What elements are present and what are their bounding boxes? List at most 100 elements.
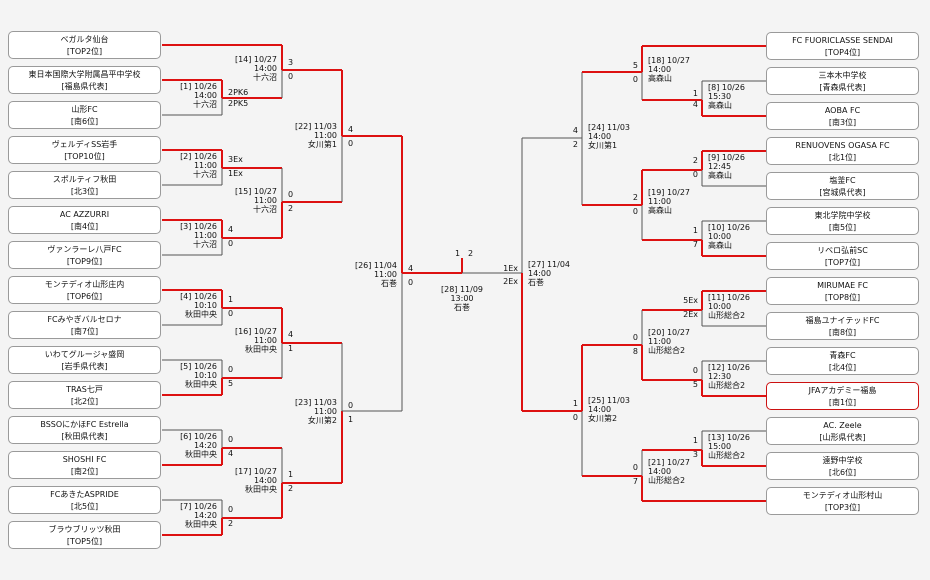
match-time: 12:45 (708, 162, 732, 171)
team-name: モンテディオ山形村山 (802, 491, 883, 500)
score: 3 (692, 450, 698, 459)
match-number: [26] 11/04 (354, 261, 397, 270)
team-rank: [秋田県代表] (61, 432, 108, 441)
match-time: 11:00 (253, 336, 277, 345)
team-rank: [TOP10位] (64, 152, 105, 161)
team-rank: [山形県代表] (819, 433, 866, 442)
team-box: いわてグルージャ盛岡 [岩手県代表] (8, 346, 161, 374)
team-box: BSSOにかほFC Estrella[秋田県代表] (8, 416, 161, 444)
score: 4 (692, 100, 698, 109)
team-name: 東北学院中学校 (814, 211, 871, 220)
score: 1 (572, 399, 578, 408)
match-time: 11:00 (253, 196, 277, 205)
match-time: 14:00 (193, 91, 217, 100)
team-rank: [北2位] (70, 397, 99, 406)
score: 0 (572, 413, 578, 422)
team-box: 塩釜FC[宮城県代表] (766, 172, 919, 200)
match-venue: 秋田中央 (185, 380, 217, 389)
score: 0 (408, 278, 414, 287)
team-name: TRAS七戸 (66, 385, 103, 394)
match-venue: 秋田中央 (185, 520, 217, 529)
score: 2PK6 (228, 88, 249, 97)
match-time: 11:00 (193, 161, 217, 170)
match-time: 10:10 (193, 301, 217, 310)
team-name: ヴァンラーレ八戸FC (47, 245, 122, 254)
team-name: FC FUORICLASSE SENDAI (792, 36, 893, 45)
score: 1 (692, 436, 698, 445)
team-rank: [TOP2位] (66, 47, 103, 56)
score: 7 (632, 477, 638, 486)
team-box: スポルティフ秋田[北3位] (8, 171, 161, 199)
score: 1 (692, 89, 698, 98)
team-box: AC AZZURRI[南4位] (8, 206, 161, 234)
match-time: 11:00 (313, 131, 337, 140)
match-time: 10:10 (193, 371, 217, 380)
match-venue: 高森山 (648, 206, 672, 215)
team-rank: [南1位] (828, 398, 857, 407)
score: 1 (288, 344, 294, 353)
score: 1 (455, 249, 461, 258)
score: 0 (632, 333, 638, 342)
match-number: [25] 11/03 (588, 396, 631, 405)
team-name: FCみやぎバルセロナ (47, 315, 122, 324)
score: 0 (692, 170, 698, 179)
score: 2 (572, 140, 578, 149)
team-box: SHOSHI FC[南2位] (8, 451, 161, 479)
score: 3 (288, 58, 294, 67)
team-rank: [南5位] (828, 223, 857, 232)
team-box: TRAS七戸 [北2位] (8, 381, 161, 409)
match-venue: 山形総合2 (708, 381, 746, 390)
match-venue: 秋田中央 (245, 345, 277, 354)
score: 3Ex (228, 155, 243, 164)
score: 2 (228, 519, 234, 528)
score: 0 (228, 309, 234, 318)
team-rank: [南6位] (70, 117, 99, 126)
team-rank: [南7位] (70, 327, 99, 336)
score: 2Ex (683, 310, 698, 319)
team-rank: [北6位] (828, 468, 857, 477)
team-box: ベガルタ仙台[TOP2位] (8, 31, 161, 59)
score: 2 (468, 249, 474, 258)
match-number: [18] 10/27 (648, 56, 691, 65)
match-time: 13:00 (450, 294, 474, 303)
score: 2 (288, 484, 294, 493)
team-rank: [岩手県代表] (61, 362, 108, 371)
match-time: 14:00 (253, 64, 277, 73)
score: 1 (348, 415, 354, 424)
score: 2 (692, 156, 698, 165)
match-venue: 石巻 (381, 279, 397, 288)
team-name: 福島ユナイテッドFC (805, 316, 880, 325)
team-rank: [北5位] (70, 502, 99, 511)
team-name: 遠野中学校 (822, 456, 863, 465)
match-time: 10:00 (708, 302, 732, 311)
match-venue: 女川第2 (588, 414, 618, 423)
score: 4 (348, 125, 354, 134)
match-number: [2] 10/26 (180, 152, 217, 161)
team-box: 三本木中学校[青森県代表] (766, 67, 919, 95)
match-venue: 高森山 (708, 171, 732, 180)
match-number: [9] 10/26 (708, 153, 745, 162)
team-name: MIRUMAE FC (817, 281, 868, 290)
match-time: 10:00 (708, 232, 732, 241)
team-rank: [TOP5位] (66, 537, 103, 546)
team-name: いわてグルージャ盛岡 (44, 350, 125, 359)
score: 0 (228, 365, 234, 374)
match-time: 14:20 (193, 441, 217, 450)
score: 7 (692, 240, 698, 249)
match-time: 15:30 (708, 92, 732, 101)
team-name: FCあきたASPRIDE (50, 490, 119, 499)
team-box: RENUOVENS OGASA FC[北1位] (766, 137, 919, 165)
team-box-champion: JFAアカデミー福島[南1位] (766, 382, 919, 410)
